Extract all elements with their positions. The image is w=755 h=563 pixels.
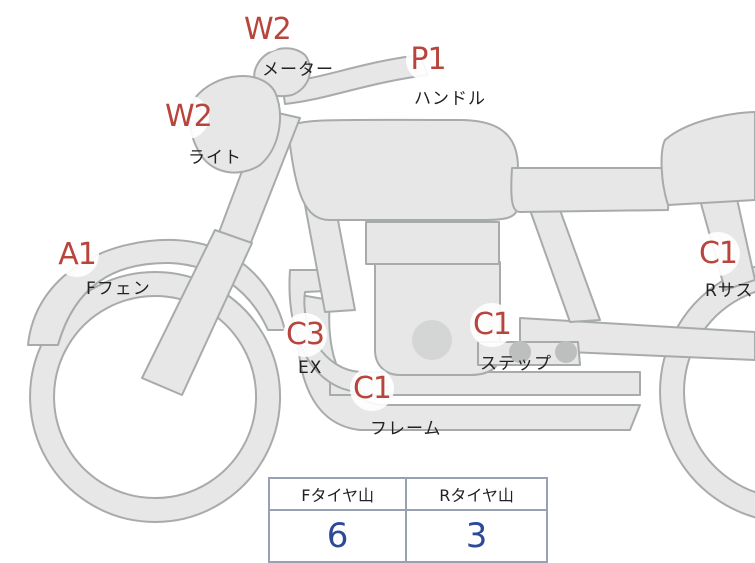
handle-label: ハンドル xyxy=(414,89,486,109)
frame-label: フレーム xyxy=(370,419,442,439)
seat xyxy=(510,167,670,213)
front-tire-header: Fタイヤ山 xyxy=(267,477,408,511)
meter-label: メーター xyxy=(262,60,334,80)
exhaust-code: C3 xyxy=(283,313,327,357)
rear-tire xyxy=(659,265,755,519)
front-fork-lower xyxy=(141,229,253,396)
rear-frame xyxy=(529,209,601,323)
handle-code: P1 xyxy=(406,38,450,82)
frame-code: C1 xyxy=(350,367,394,411)
f-fender-label: Fフェン xyxy=(86,279,151,299)
footpeg-center xyxy=(509,341,531,363)
engine-head xyxy=(365,221,500,265)
r-suspension-label: Rサス xyxy=(705,281,754,301)
r-suspension-code: C1 xyxy=(696,232,740,276)
tire-tread-table: Fタイヤ山 Rタイヤ山 6 3 xyxy=(267,477,548,563)
fuel-tank xyxy=(287,118,519,221)
frame-loop xyxy=(296,294,641,431)
light-code: W2 xyxy=(165,95,213,139)
front-tire-value: 6 xyxy=(267,509,408,563)
footpeg-right xyxy=(555,341,577,363)
rear-cowl xyxy=(660,111,755,206)
frame-rail xyxy=(329,371,641,396)
light-label: ライト xyxy=(188,148,242,168)
step-label: ステップ xyxy=(480,354,552,374)
exhaust-label: EX xyxy=(298,358,323,378)
rear-tire-header: Rタイヤ山 xyxy=(405,477,548,511)
footpeg-left xyxy=(412,320,452,360)
f-fender-code: A1 xyxy=(55,233,99,277)
meter-code: W2 xyxy=(244,8,292,52)
headlight xyxy=(189,75,281,174)
rear-tire-value: 3 xyxy=(405,509,548,563)
step-code: C1 xyxy=(470,303,514,347)
